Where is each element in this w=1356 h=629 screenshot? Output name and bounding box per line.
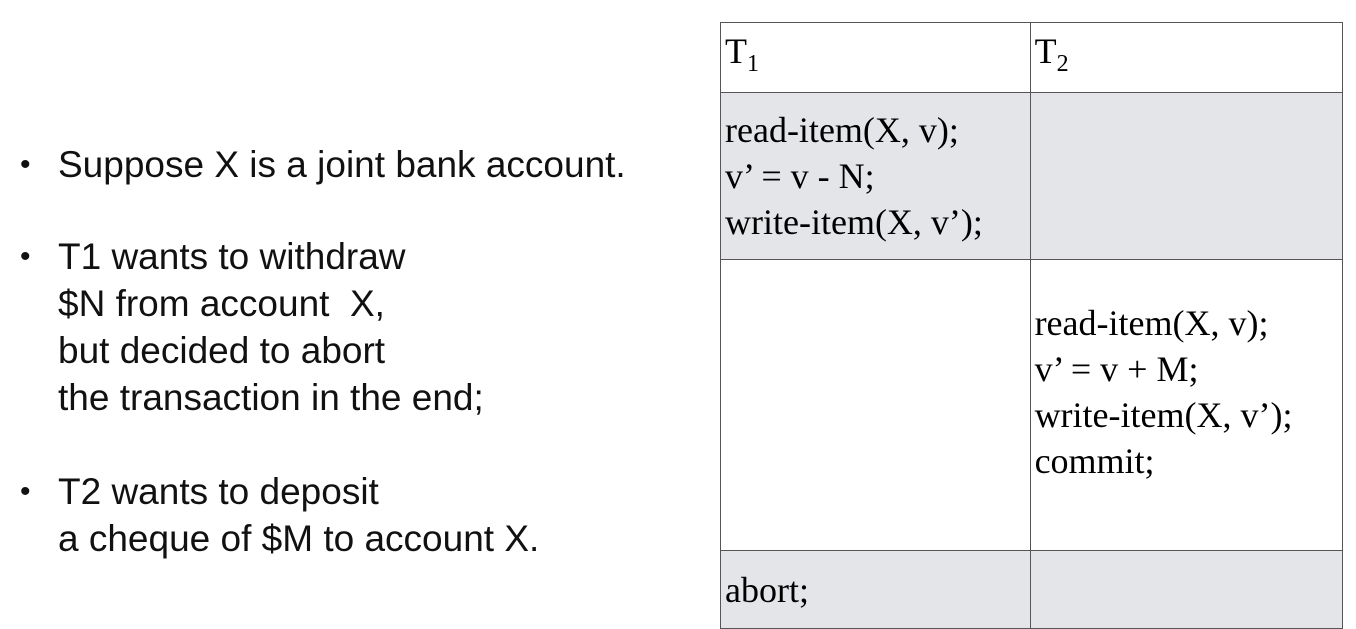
table-row: abort; [720,550,1344,629]
operation-line: abort; [725,569,809,610]
bullet-dot: • [20,240,31,273]
header-t1-subscript: 1 [747,51,759,77]
transaction-schedule-table: T1 T2 read-item(X, v); v’ = v - N; write… [720,22,1344,629]
t2-empty-cell [1029,92,1344,260]
bullet-dot: • [20,148,31,181]
bullet-line: T1 wants to withdraw [58,236,406,277]
header-t1-label: T [725,31,747,71]
operation-line: write-item(X, v’); [1034,395,1293,435]
t2-operations-cell: read-item(X, v); v’ = v + M; write-item(… [1029,259,1344,551]
t1-operations-cell: abort; [720,550,1031,629]
table-row: read-item(X, v); v’ = v + M; write-item(… [720,259,1344,551]
bullet-text: T1 wants to withdraw $N from account X, … [58,233,484,421]
table-header-row: T1 T2 [720,22,1344,93]
operation-line: write-item(X, v’); [725,202,983,242]
operation-line: commit; [1034,441,1155,481]
operation-line: v’ = v + M; [1034,349,1199,389]
t1-empty-cell [720,259,1031,551]
operation-line: v’ = v - N; [725,156,875,196]
bullet-line: the transaction in the end; [58,377,484,418]
bullet-line: but decided to abort [58,330,386,371]
bullet-dot: • [20,475,31,508]
header-t2: T2 [1029,22,1344,93]
bullet-item: • T1 wants to withdraw $N from account X… [20,233,484,421]
bullet-line: Suppose X is a joint bank account. [58,144,626,185]
bullet-item: • T2 wants to deposit a cheque of $M to … [20,468,539,562]
header-t2-label: T [1034,31,1057,71]
operation-line: read-item(X, v); [725,110,959,150]
bullet-line: a cheque of $M to account X. [58,518,540,559]
bullet-item: • Suppose X is a joint bank account. [20,141,626,188]
header-t1: T1 [720,22,1031,93]
table-row: read-item(X, v); v’ = v - N; write-item(… [720,92,1344,260]
operation-line: read-item(X, v); [1034,303,1269,343]
bullet-text: Suppose X is a joint bank account. [58,141,626,188]
bullet-line: $N from account X, [58,283,385,324]
bullet-line: T2 wants to deposit [58,471,379,512]
bullet-text: T2 wants to deposit a cheque of $M to ac… [58,468,539,562]
t2-empty-cell [1029,550,1344,629]
header-t2-subscript: 2 [1056,51,1069,77]
t1-operations-cell: read-item(X, v); v’ = v - N; write-item(… [720,92,1031,260]
